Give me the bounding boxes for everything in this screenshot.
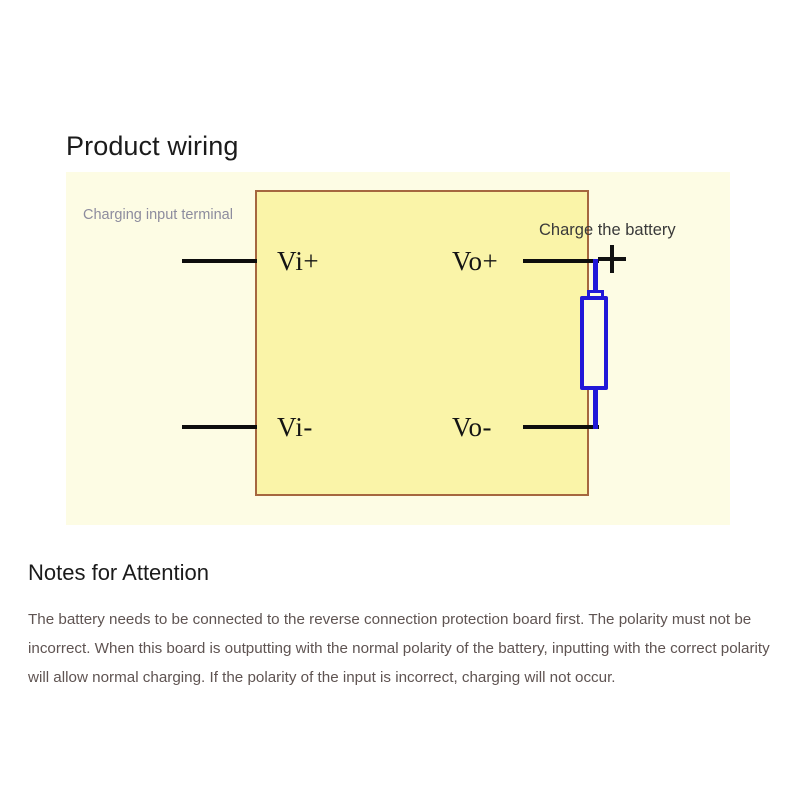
port-label-vi-minus: Vi- [277, 412, 313, 442]
protection-board-module [255, 190, 589, 496]
wire-output-negative [523, 425, 599, 429]
charge-the-battery-label: Charge the battery [539, 221, 676, 239]
port-label-vi-plus: Vi+ [277, 246, 320, 276]
battery-wire-bottom [593, 386, 598, 429]
plus-bar-vertical [610, 245, 614, 273]
plus-polarity-icon [598, 245, 626, 273]
wiring-diagram-panel [66, 172, 730, 525]
page-title: Product wiring [66, 131, 239, 161]
port-label-vo-plus: Vo+ [452, 246, 499, 276]
battery-icon [580, 296, 608, 390]
port-label-vo-minus: Vo- [452, 412, 493, 442]
wire-input-negative [182, 425, 257, 429]
battery-terminal-nub [587, 290, 604, 299]
notes-body-text: The battery needs to be connected to the… [28, 611, 770, 686]
battery-wire-top [593, 259, 598, 295]
wire-output-positive [523, 259, 599, 263]
notes-heading: Notes for Attention [28, 560, 209, 585]
charging-input-terminal-label: Charging input terminal [83, 207, 233, 223]
wire-input-positive [182, 259, 257, 263]
product-wiring-section: Product wiring Vi+ Vi- Vo+ Vo- Charging … [66, 131, 730, 525]
